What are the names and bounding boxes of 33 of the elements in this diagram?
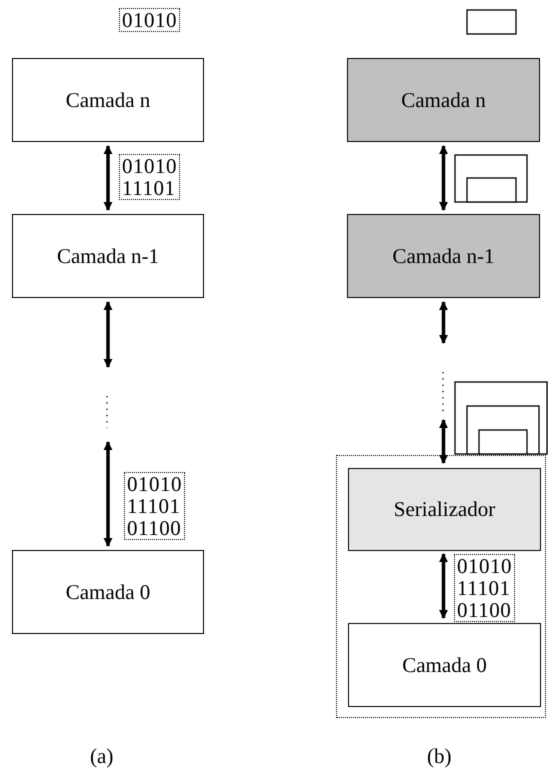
box-label: Serializador [394,497,496,522]
box-label: Camada n [66,88,150,112]
process-box [12,550,204,634]
box-label: Camada 0 [402,652,487,678]
process-box [12,214,204,298]
box-label: Camada n [401,88,486,112]
bit-row: 01100 [457,599,512,621]
bit-row-text: 11101 [127,495,182,517]
double-arrow [104,301,112,368]
process-box [348,623,541,707]
double-arrow [439,419,448,464]
box-label: Camada n-1 [392,244,495,268]
double-arrow [439,301,448,344]
double-arrow [104,441,112,547]
bit-row: 01010 [122,155,177,177]
box-label: Camada n-1 [56,244,160,268]
box-label: Camada 0 [66,580,150,604]
bit-row-text: 11101 [457,577,512,599]
bit-row: 01100 [127,517,182,539]
process-box [348,468,541,551]
dotted-group-frame [336,455,546,718]
bit-row: 01010 [127,473,182,495]
panel-caption: (a) [90,744,114,769]
bit-row: 01010 [122,9,177,31]
panel-caption: (b) [427,744,452,769]
double-arrow [439,553,448,619]
process-box [347,58,540,142]
double-arrow [104,145,112,211]
bit-row-text: 11101 [122,177,176,199]
bit-row: 01010 [457,555,512,577]
process-box [12,58,204,142]
double-arrow [439,145,448,211]
process-box [347,214,540,298]
